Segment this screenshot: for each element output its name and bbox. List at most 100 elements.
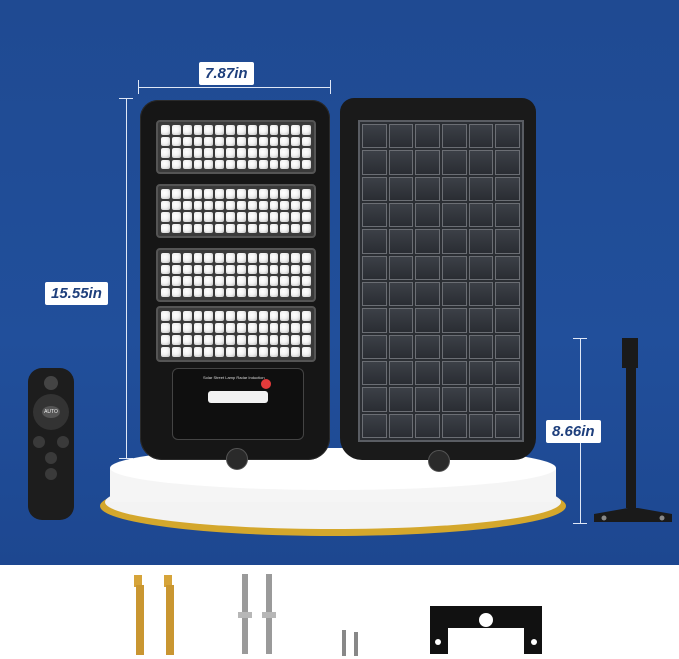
solar-cell: [362, 203, 387, 228]
led-chip: [215, 125, 225, 135]
small-screws: [342, 630, 358, 656]
led-chip: [204, 253, 214, 263]
led-chip: [226, 223, 235, 233]
led-chip: [193, 253, 203, 263]
led-chip: [280, 253, 290, 263]
width-label: 7.87in: [199, 62, 254, 85]
pole-label: 8.66in: [546, 420, 601, 443]
mounting-bracket: [430, 606, 542, 654]
solar-cell: [415, 255, 440, 280]
led-chip: [204, 212, 214, 222]
led-chip: [204, 287, 214, 297]
led-chip: [161, 264, 170, 274]
solar-cell: [388, 334, 414, 359]
led-chip: [182, 159, 192, 169]
led-chip: [171, 264, 181, 274]
led-chip: [258, 323, 268, 333]
solar-cell: [362, 361, 387, 386]
led-chip: [236, 189, 246, 199]
led-chip: [258, 253, 268, 263]
solar-cell: [415, 229, 440, 254]
solar-cell: [362, 229, 387, 254]
solar-cell: [468, 361, 494, 386]
led-chip: [291, 287, 301, 297]
led-chip: [161, 253, 170, 263]
solar-cell: [441, 387, 467, 412]
led-chip: [236, 125, 246, 135]
led-chip: [258, 200, 268, 210]
led-chip: [215, 148, 225, 158]
led-chip: [236, 311, 246, 321]
led-chip: [247, 159, 257, 169]
led-chip: [291, 264, 301, 274]
height-tick-bottom: [119, 458, 133, 459]
solar-cell: [362, 124, 387, 149]
led-chip: [258, 335, 268, 345]
led-chip: [258, 159, 268, 169]
solar-cell: [362, 282, 387, 307]
solar-cell: [468, 282, 494, 307]
remote-dpad: AUTO: [33, 394, 69, 430]
led-chip: [182, 253, 192, 263]
solar-cell: [468, 229, 494, 254]
led-chip: [171, 159, 181, 169]
solar-cell: [388, 413, 414, 438]
led-chip: [215, 323, 225, 333]
solar-cell: [388, 124, 414, 149]
solar-cell: [388, 308, 414, 333]
led-chip: [302, 200, 311, 210]
height-label: 15.55in: [45, 282, 108, 305]
remote-button: [57, 436, 69, 448]
led-chip: [182, 136, 192, 146]
led-chip: [269, 189, 279, 199]
solar-cell: [441, 413, 467, 438]
led-chip: [291, 136, 301, 146]
screw-bolt-pair: [238, 574, 276, 654]
led-chip: [269, 276, 279, 286]
led-chip: [280, 276, 290, 286]
mount-bolt-icon: [226, 448, 248, 470]
led-chip: [161, 335, 170, 345]
led-chip: [161, 212, 170, 222]
solar-cell: [415, 203, 440, 228]
led-chip: [280, 148, 290, 158]
led-chip: [204, 125, 214, 135]
solar-cell: [415, 150, 440, 175]
led-chip: [226, 253, 235, 263]
led-chip: [258, 264, 268, 274]
led-chip: [193, 323, 203, 333]
led-chip: [204, 335, 214, 345]
led-chip: [258, 212, 268, 222]
led-chip: [291, 159, 301, 169]
control-box-text: Solar Street Lamp Radar Induction: [203, 375, 265, 380]
remote-button: [45, 468, 57, 480]
led-chip: [269, 264, 279, 274]
led-chip: [291, 335, 301, 345]
led-chip: [302, 264, 311, 274]
led-chip: [204, 264, 214, 274]
solar-cell: [495, 255, 520, 280]
led-chip: [280, 347, 290, 357]
led-chip: [280, 223, 290, 233]
led-chip: [215, 276, 225, 286]
led-chip: [193, 200, 203, 210]
power-indicator-icon: [261, 379, 271, 389]
led-chip: [269, 200, 279, 210]
led-chip: [161, 276, 170, 286]
led-chip: [226, 212, 235, 222]
led-chip: [291, 347, 301, 357]
led-chip: [269, 311, 279, 321]
solar-cell: [468, 308, 494, 333]
solar-cell: [495, 203, 520, 228]
led-chip: [193, 335, 203, 345]
remote-power-button: [44, 376, 58, 390]
solar-cell: [415, 413, 440, 438]
led-chip: [182, 200, 192, 210]
led-chip: [280, 189, 290, 199]
led-chip: [302, 311, 311, 321]
led-chip: [226, 136, 235, 146]
led-chip: [247, 136, 257, 146]
led-chip: [291, 323, 301, 333]
solar-cell: [468, 150, 494, 175]
led-chip: [226, 148, 235, 158]
